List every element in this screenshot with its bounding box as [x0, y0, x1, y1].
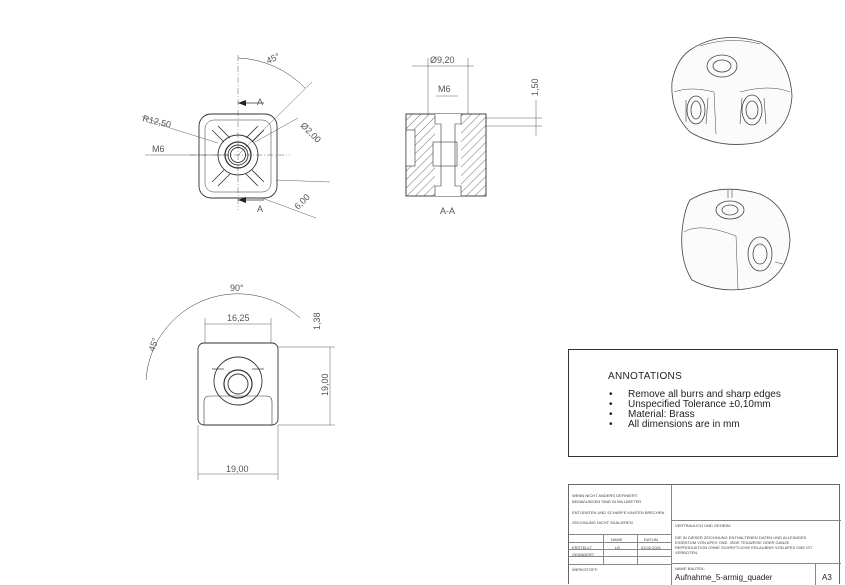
tb-row-changed: GEÄNDERT — [572, 552, 595, 557]
top-width-label: 19,00 — [226, 464, 249, 474]
top-view — [145, 293, 335, 480]
annotations-title: ANNOTATIONS — [608, 371, 683, 382]
tb-row-created: ERSTELLT — [572, 545, 592, 550]
section-thread-label: M6 — [438, 84, 451, 94]
tb-note-mm: BEMAßUNGEN SIND IN MILLIMETER — [572, 499, 642, 504]
tb-col-name: NAME — [611, 537, 623, 542]
top-height-offset-label: 1,38 — [312, 312, 322, 330]
tb-created-date: 03.02.2021 — [641, 545, 662, 550]
isometric-view-2 — [681, 188, 791, 291]
tb-created-name: LB — [615, 545, 620, 550]
front-offset-label: 6,00 — [292, 192, 311, 211]
tb-sheet-size: A3 — [822, 573, 832, 582]
tb-note-deburr: ENTGRATEN UND SCHARFE KANTEN BRECHEN — [572, 510, 665, 515]
tb-note-units: WENN NICHT ANDERS DEFINIERT: — [572, 493, 638, 498]
front-radius-label: R12,50 — [142, 113, 173, 130]
section-mark-top: A — [257, 97, 263, 107]
annotation-item: Remove all burrs and sharp edges — [609, 390, 781, 401]
tb-legal-text: DIE IN DIESER ZEICHNUNG ENTHALTENEN DATE… — [675, 535, 813, 555]
annotations-list: Remove all burrs and sharp edges Unspeci… — [609, 390, 781, 431]
section-caption: A-A — [440, 206, 455, 216]
section-diameter-label: Ø9,20 — [430, 55, 455, 65]
front-thread-label: M6 — [152, 144, 165, 154]
tb-material-label: WERKSTOFF: — [572, 567, 599, 572]
annotations-box: ANNOTATIONS Remove all burrs and sharp e… — [568, 349, 838, 457]
section-view — [405, 58, 542, 197]
title-block: WENN NICHT ANDERS DEFINIERT: BEMAßUNGEN … — [568, 484, 841, 585]
front-angle-label: 45° — [265, 51, 282, 66]
tb-part-name-label: NAME BAUTEIL: — [675, 566, 706, 571]
section-mark-bottom: A — [257, 204, 263, 214]
annotation-item: Unspecified Tolerance ±0,10mm — [609, 400, 781, 411]
tb-part-name: Aufnahme_5-armig_quader — [675, 573, 773, 582]
tb-col-date: DATUM — [644, 537, 658, 542]
isometric-view-1 — [671, 37, 793, 145]
front-hole-label: Ø2,00 — [299, 120, 323, 144]
tb-confidential: VERTRAULICH UND GEHEIM: — [675, 523, 731, 528]
front-view — [141, 55, 331, 219]
top-angle-label: 90° — [230, 283, 244, 293]
top-height-label: 19,00 — [320, 373, 330, 396]
annotation-item: All dimensions are in mm — [609, 420, 781, 431]
top-side-angle-label: 45° — [146, 336, 160, 353]
tb-note-scale: ZEICHNUNG NICHT SKALIEREN — [572, 520, 633, 525]
section-depth-label: 1,50 — [530, 78, 540, 96]
annotation-item: Material: Brass — [609, 410, 781, 421]
top-width-inner-label: 16,25 — [227, 313, 250, 323]
